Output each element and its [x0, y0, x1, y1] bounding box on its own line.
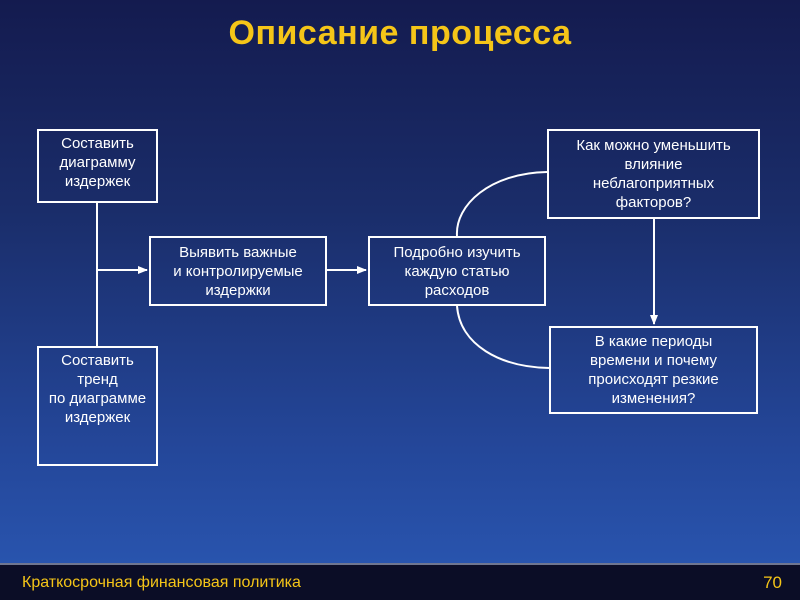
footer-bar: Краткосрочная финансовая политика 70	[0, 563, 800, 600]
curve-to-periods	[456, 305, 550, 369]
box-line: Составить	[61, 135, 134, 152]
box-line: по диаграмме	[48, 390, 147, 407]
box-line: Выявить важные	[179, 243, 297, 261]
box-line: издержки	[205, 281, 271, 299]
box-line: каждую статью	[404, 262, 510, 280]
page-number: 70	[763, 573, 782, 592]
box-line: диаграмму	[59, 154, 136, 171]
slide-title: Описание процесса	[228, 14, 572, 52]
box-study-expenses: Подробно изучить каждую статью расходов	[368, 236, 546, 306]
box-line: Подробно изучить	[393, 243, 521, 261]
box-line: тренд	[77, 371, 118, 388]
box-line: издержек	[64, 173, 131, 190]
curve-to-reduce	[455, 171, 548, 237]
box-line: изменения?	[611, 390, 696, 407]
box-line: расходов	[424, 281, 490, 299]
box-time-periods: В какие периоды времени и почему происхо…	[549, 326, 758, 414]
box-line: влияние	[624, 156, 683, 173]
box-line: неблагоприятных	[592, 175, 715, 192]
box-line: и контролируемые	[173, 262, 303, 280]
box-line: происходят резкие	[588, 371, 719, 388]
footer-title: Краткосрочная финансовая политика	[22, 574, 301, 591]
box-reduce-factors: Как можно уменьшить влияние неблагоприят…	[547, 129, 760, 219]
box-identify-costs: Выявить важные и контролируемые издержки	[149, 236, 327, 306]
box-line: Составить	[61, 352, 134, 369]
box-line: времени и почему	[590, 352, 717, 369]
box-line: факторов?	[615, 194, 692, 211]
box-make-cost-chart: Составить диаграмму издержек	[37, 129, 158, 203]
box-make-trend: Составить тренд по диаграмме издержек	[37, 346, 158, 466]
box-line: В какие периоды	[594, 333, 713, 350]
box-line: Как можно уменьшить	[576, 137, 731, 154]
box-line: издержек	[64, 409, 131, 426]
